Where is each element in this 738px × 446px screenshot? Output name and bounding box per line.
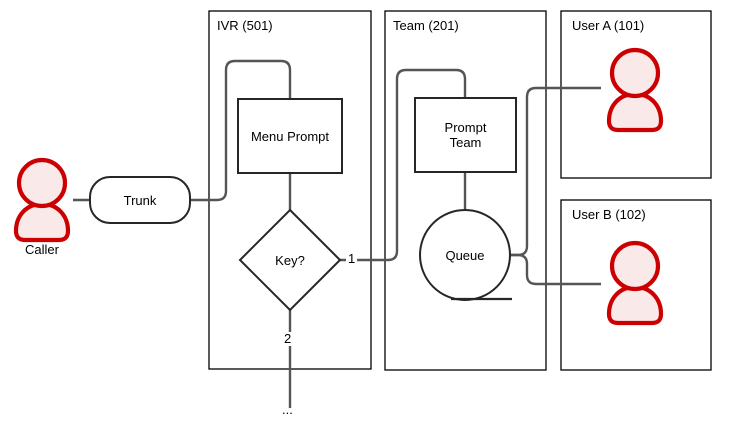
caller-person-head [16,157,68,209]
ivr-container-label: IVR (501) [217,18,273,33]
edge-label-key-2: 2 [282,331,294,346]
trunk-label: Trunk [123,192,157,208]
caller-person-body [13,201,71,243]
trunk-shape [89,176,191,224]
team-container-label: Team (201) [393,18,459,33]
user-a-person-icon [606,47,664,133]
user-b-person-head [609,240,661,292]
edge-label-continuation-dots: ... [282,402,293,417]
caller-label: Caller [25,242,59,257]
edge-trunk-to-menu-prompt [190,59,292,202]
edge-key-1-to-prompt-team [340,68,467,262]
user-a-container-label: User A (101) [572,18,645,33]
user-a-person-body [606,91,664,133]
key-decision-label: Key? [275,252,305,268]
menu-prompt-shape [237,98,343,174]
user-b-person-icon [606,240,664,326]
prompt-team-label-text: Prompt Team [444,120,487,150]
menu-prompt-label: Menu Prompt [250,128,330,144]
user-b-container-label: User B (102) [572,207,646,222]
caller-person-icon [13,157,71,243]
user-b-person-body [606,284,664,326]
prompt-team-shape [414,97,517,173]
queue-label: Queue [445,247,485,263]
prompt-team-label: Prompt Team [415,98,516,172]
user-a-person-head [609,47,661,99]
edge-queue-to-user-b [510,253,601,286]
edge-label-key-1: 1 [346,251,358,266]
key-decision-diamond [238,208,342,312]
